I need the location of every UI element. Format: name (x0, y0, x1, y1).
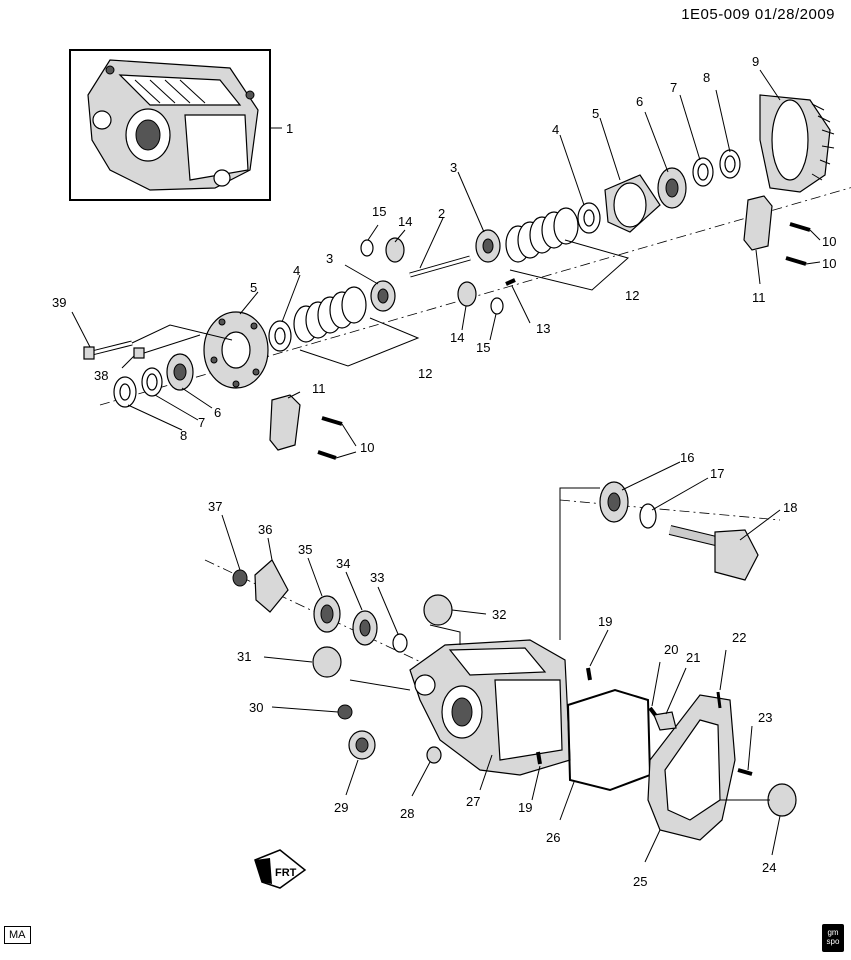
callout-14-lower: 14 (450, 330, 464, 345)
gm-spo-logo: gm spo (822, 924, 844, 952)
callout-10-c: 10 (360, 440, 374, 455)
callout-13: 13 (536, 321, 550, 336)
callout-18: 18 (783, 500, 797, 515)
clutch-pack-upper (505, 207, 579, 263)
ring-gear (759, 94, 835, 193)
callout-10-b: 10 (822, 256, 836, 271)
ma-badge: MA (4, 926, 31, 944)
callout-6-lower: 6 (214, 405, 221, 420)
callout-12-upper: 12 (625, 288, 639, 303)
inset-assembly (69, 49, 271, 201)
callout-15-upper: 15 (372, 204, 386, 219)
callout-35: 35 (298, 542, 312, 557)
callout-17: 17 (710, 466, 724, 481)
callout-32: 32 (492, 607, 506, 622)
callout-16: 16 (680, 450, 694, 465)
callout-5-upper: 5 (592, 106, 599, 121)
callout-39: 39 (52, 295, 66, 310)
callout-4-upper: 4 (552, 122, 559, 137)
callout-4-lower: 4 (293, 263, 300, 278)
callout-3-lower: 3 (326, 251, 333, 266)
logo-text-gm: gm (827, 928, 839, 937)
callout-37: 37 (208, 499, 222, 514)
callout-36: 36 (258, 522, 272, 537)
callout-34: 34 (336, 556, 350, 571)
drive-pinion (668, 525, 759, 581)
callout-31: 31 (237, 649, 251, 664)
logo-text-spo: spo (826, 937, 840, 946)
callout-21: 21 (686, 650, 700, 665)
callout-15-lower: 15 (476, 340, 490, 355)
callout-leaders (71, 69, 821, 863)
axle-housing (409, 639, 571, 776)
callout-22: 22 (732, 630, 746, 645)
callout-11-lower: 11 (312, 381, 326, 396)
differential-case (203, 311, 269, 389)
front-marker-text: FRT (275, 867, 297, 879)
housing-cover (647, 694, 736, 841)
front-arrow-icon: FRT (254, 849, 307, 889)
callout-25: 25 (633, 874, 647, 889)
callout-38: 38 (94, 368, 108, 383)
callout-7-upper: 7 (670, 80, 677, 95)
callout-9: 9 (752, 54, 759, 69)
callout-8-upper: 8 (703, 70, 710, 85)
callout-11-upper: 11 (752, 290, 766, 305)
callout-28: 28 (400, 806, 414, 821)
callout-7-lower: 7 (198, 415, 205, 430)
callout-19-lower: 19 (518, 800, 532, 815)
callout-12-lower: 12 (418, 366, 432, 381)
diagram-reference: 1E05-009 01/28/2009 (681, 6, 835, 23)
callout-labels: 1 2 3 3 4 4 5 5 6 6 7 7 8 8 9 10 10 10 1… (52, 54, 836, 889)
callout-8-lower: 8 (180, 428, 187, 443)
callout-19-upper: 19 (598, 614, 612, 629)
callout-10-a: 10 (822, 234, 836, 249)
callout-6-upper: 6 (636, 94, 643, 109)
callout-20: 20 (664, 642, 678, 657)
callout-26: 26 (546, 830, 560, 845)
callout-30: 30 (249, 700, 263, 715)
callout-23: 23 (758, 710, 772, 725)
callout-5-lower: 5 (250, 280, 257, 295)
callout-27: 27 (466, 794, 480, 809)
callout-14-upper: 14 (398, 214, 412, 229)
callout-2: 2 (438, 206, 445, 221)
callout-3-upper: 3 (450, 160, 457, 175)
callout-1: 1 (286, 121, 293, 136)
callout-29: 29 (334, 800, 348, 815)
callout-24: 24 (762, 860, 776, 875)
clutch-pack-lower (293, 286, 367, 343)
callout-33: 33 (370, 570, 384, 585)
